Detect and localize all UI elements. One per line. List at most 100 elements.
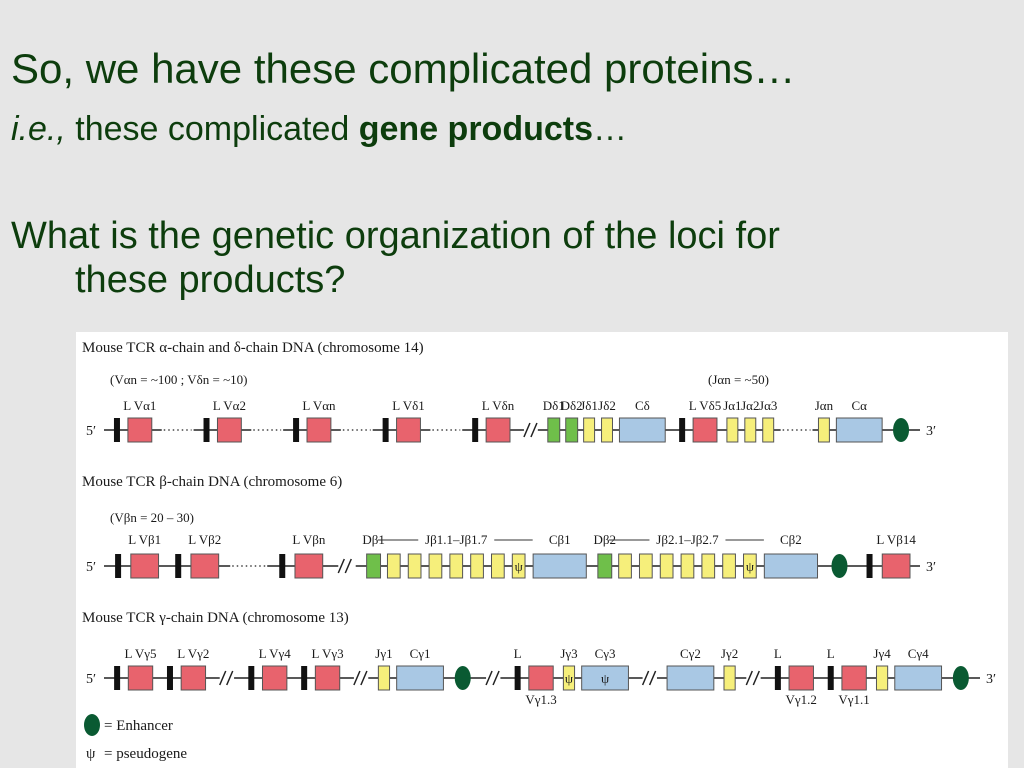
panel-title: Mouse TCR α-chain and δ-chain DNA (chrom… <box>82 340 424 356</box>
segment-label: L Vγ5 <box>124 646 156 661</box>
v-gene-segment <box>130 553 160 579</box>
segment-label: L Vβ2 <box>188 532 221 547</box>
leader-segment <box>774 666 781 690</box>
panel-note-left: (Vβn = 20 – 30) <box>110 510 194 525</box>
j-gene-segment <box>428 553 443 579</box>
panel-title: Mouse TCR β-chain DNA (chromosome 6) <box>82 474 342 490</box>
c-gene-segment <box>532 553 587 579</box>
break-mark <box>344 558 352 574</box>
segment-label: Jγ3 <box>560 646 577 661</box>
v-gene-segment <box>127 665 154 691</box>
leader-segment <box>679 418 686 442</box>
v-gene-segment <box>881 553 911 579</box>
v-gene-segment <box>180 665 207 691</box>
j-gene-segment <box>407 553 422 579</box>
j-gene-segment <box>511 553 526 579</box>
line-gap <box>642 674 657 682</box>
v-gene-segment <box>485 417 511 443</box>
tcr-gene-loci-figure: Mouse TCR α-chain and δ-chain DNA (chrom… <box>76 332 1008 768</box>
segment-label: Jγ2 <box>721 646 738 661</box>
legend-psi-symbol: ψ <box>86 746 96 762</box>
segment-label: Dβ1 <box>362 532 385 547</box>
d-gene-segment <box>565 417 579 443</box>
question-line-2: these products? <box>75 259 346 301</box>
segment-label: Jα1 <box>723 398 741 413</box>
j-gene-segment <box>449 553 464 579</box>
segment-label: L Vβ14 <box>876 532 916 547</box>
break-mark <box>523 422 531 438</box>
break-mark <box>360 670 368 686</box>
v-gene-segment <box>788 665 814 691</box>
d-gene-segment <box>366 553 382 579</box>
j-gene-segment <box>722 553 736 579</box>
segment-label: Jγ4 <box>873 646 891 661</box>
break-mark <box>226 670 234 686</box>
segment-label: L Vγ2 <box>177 646 209 661</box>
j-cluster-label: Jβ2.1–Jβ2.7 <box>656 532 719 547</box>
five-prime-label: 5′ <box>86 672 96 687</box>
segment-label: Dδ1 <box>543 398 565 413</box>
segment-label: L <box>514 646 522 661</box>
v-gene-segment <box>841 665 867 691</box>
j-gene-segment <box>659 553 674 579</box>
segment-label: Dδ2 <box>561 398 583 413</box>
line-gap <box>486 674 501 682</box>
panel-title: Mouse TCR γ-chain DNA (chromosome 13) <box>82 610 349 626</box>
j-gene-segment <box>601 417 613 443</box>
segment-label: Jα3 <box>759 398 777 413</box>
segment-label: Vγ1.3 <box>525 692 556 707</box>
segment-label: L Vγ3 <box>311 646 343 661</box>
segment-label: L Vγ4 <box>259 646 292 661</box>
v-gene-segment <box>261 665 288 691</box>
v-gene-segment <box>216 417 242 443</box>
line-gap <box>338 562 356 570</box>
segment-label: L Vδn <box>482 398 515 413</box>
j-gene-segment <box>744 417 757 443</box>
segment-label: Jγ1 <box>375 646 392 661</box>
line-gap <box>219 674 235 682</box>
five-prime-label: 5′ <box>86 560 96 575</box>
c-gene-segment <box>763 553 819 579</box>
break-mark <box>530 422 538 438</box>
j-gene-segment <box>583 417 596 443</box>
j-gene-segment <box>562 665 576 691</box>
j-cluster-label: Jβ1.1–Jβ1.7 <box>425 532 488 547</box>
j-gene-segment <box>377 665 391 691</box>
subtitle-ellipsis: … <box>593 110 627 148</box>
legend-enhancer-icon <box>84 714 100 736</box>
c-gene-segment <box>581 665 629 691</box>
enhancer-oval <box>454 666 471 690</box>
break-mark <box>353 670 361 686</box>
legend-pseudogene-label: = pseudogene <box>104 746 187 762</box>
break-mark <box>752 670 760 686</box>
segment-label: Dβ2 <box>594 532 617 547</box>
break-mark <box>641 670 650 686</box>
j-gene-segment <box>470 553 484 579</box>
v-gene-segment <box>127 417 153 443</box>
v-gene-segment <box>528 665 554 691</box>
line-gap <box>353 674 369 682</box>
pseudogene-symbol: ψ <box>515 559 523 574</box>
leader-segment <box>514 666 521 690</box>
slide-question: What is the genetic organization of the … <box>11 214 1001 302</box>
c-gene-segment <box>666 665 715 691</box>
question-line-1: What is the genetic organization of the … <box>11 215 780 257</box>
v-gene-segment <box>314 665 341 691</box>
enhancer-oval <box>831 554 848 578</box>
segment-label: L Vβn <box>292 532 325 547</box>
j-gene-segment <box>386 553 401 579</box>
break-mark <box>745 670 753 686</box>
slide-title: So, we have these complicated proteins… <box>11 45 796 92</box>
segment-label: L Vδ1 <box>392 398 425 413</box>
segment-label: Jδ1 <box>580 398 598 413</box>
segment-label: L <box>827 646 835 661</box>
three-prime-label: 3′ <box>926 424 936 439</box>
j-gene-segment <box>743 553 757 579</box>
v-gene-segment <box>692 417 718 443</box>
segment-label: L Vα2 <box>213 398 246 413</box>
tcr-loci-diagram: Mouse TCR α-chain and δ-chain DNA (chrom… <box>82 340 996 762</box>
pseudogene-symbol: ψ <box>746 559 754 574</box>
leader-segment <box>203 418 210 442</box>
segment-label: Vγ1.2 <box>786 692 817 707</box>
d-gene-segment <box>597 553 613 579</box>
